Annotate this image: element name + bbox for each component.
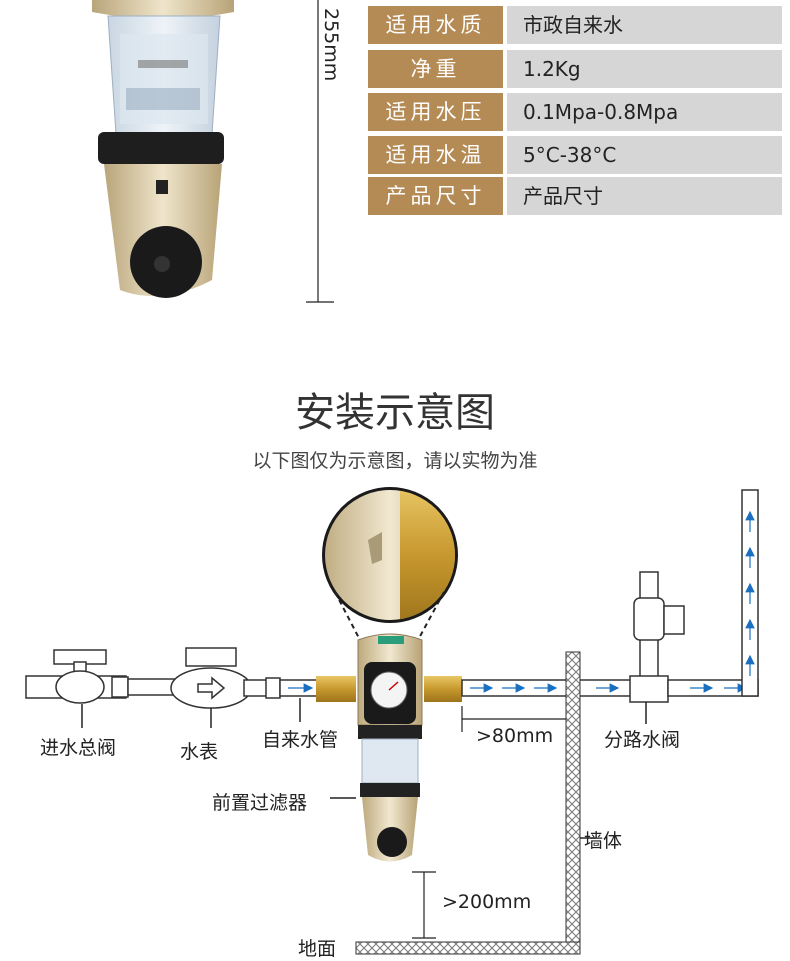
installation-diagram <box>25 487 759 955</box>
label-wall: 墙体 <box>584 830 623 852</box>
spec-row-product-size: 产品尺寸 产品尺寸 <box>368 177 782 215</box>
label-main-valve: 进水总阀 <box>40 737 117 759</box>
pre-filter <box>316 633 462 862</box>
spec-value: 市政自来水 <box>507 6 782 44</box>
section-subtitle: 以下图仅为示意图，请以实物为准 <box>252 450 538 472</box>
zoom-detail <box>322 487 458 641</box>
spec-row-water-pressure: 适用水压 0.1Mpa-0.8Mpa <box>368 93 782 131</box>
spec-label: 适用水压 <box>368 93 503 131</box>
dimension-label: 255mm <box>320 8 342 82</box>
spec-value: 5°C-38°C <box>507 136 782 174</box>
branch-valve <box>629 571 685 703</box>
spec-row-water-quality: 适用水质 市政自来水 <box>368 6 782 44</box>
label-distance-200: >200mm <box>442 891 532 913</box>
product-image-top <box>92 0 334 303</box>
label-branch-valve: 分路水阀 <box>604 729 681 751</box>
main-valve <box>53 649 107 704</box>
spec-value: 1.2Kg <box>507 50 782 88</box>
spec-row-water-temperature: 适用水温 5°C-38°C <box>368 136 782 174</box>
label-pre-filter: 前置过滤器 <box>212 792 308 814</box>
spec-value: 0.1Mpa-0.8Mpa <box>507 93 782 131</box>
spec-value: 产品尺寸 <box>507 177 782 215</box>
spec-label: 净重 <box>368 50 503 88</box>
wall <box>565 651 581 948</box>
water-meter <box>170 647 269 709</box>
label-water-meter: 水表 <box>180 741 219 763</box>
label-distance-80: >80mm <box>476 725 554 747</box>
spec-label: 适用水温 <box>368 136 503 174</box>
section-title: 安装示意图 <box>295 390 495 436</box>
spec-row-net-weight: 净重 1.2Kg <box>368 50 782 88</box>
ground <box>355 941 581 955</box>
spec-label: 产品尺寸 <box>368 177 503 215</box>
spec-label: 适用水质 <box>368 6 503 44</box>
label-ground: 地面 <box>298 938 337 960</box>
label-tap-pipe: 自来水管 <box>262 729 339 751</box>
